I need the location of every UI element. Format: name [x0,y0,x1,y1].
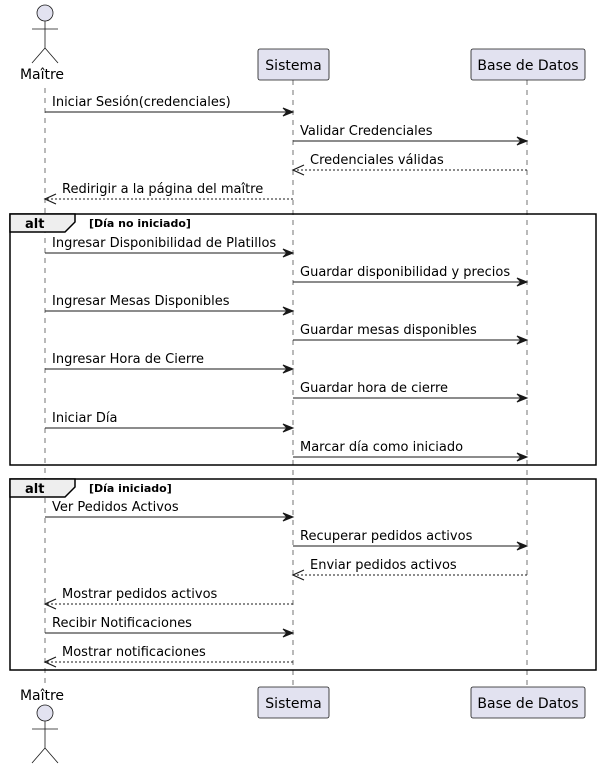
message-1: Iniciar Sesión(credenciales) [45,95,295,117]
fragment-guard: [Día no iniciado] [89,217,191,230]
message-label: Validar Credenciales [300,124,433,139]
message-label: Recuperar pedidos activos [300,529,473,544]
arrowhead-icon [291,164,305,176]
message-label: Recibir Notificaciones [52,616,192,631]
participant-label: Sistema [265,696,321,712]
arrowhead-icon [282,512,295,522]
message-7: Ingresar Mesas Disponibles [45,294,295,316]
participant-box [470,686,586,719]
arrowhead-icon [282,248,295,258]
message-label: Guardar mesas disponibles [300,323,477,338]
fragment-tab [9,478,76,498]
message-9: Ingresar Hora de Cierre [45,352,295,374]
arrowhead-icon [516,277,529,287]
message-label: Ingresar Mesas Disponibles [52,294,230,309]
actor-top: Maître [20,4,64,83]
message-label: Ingresar Disponibilidad de Platillos [52,236,276,251]
message-label: Enviar pedidos activos [310,558,457,573]
participant-base-datos-top: Base de Datos [470,48,586,81]
message-14: Recuperar pedidos activos [293,529,529,551]
message-label: Guardar disponibilidad y precios [300,265,510,280]
arrowhead-icon [282,306,295,316]
fragment-tab [9,213,76,233]
actor-head [36,704,54,722]
alt-fragment-2: alt [Día iniciado] [9,478,597,671]
message-2: Validar Credenciales [293,124,529,146]
arrowhead-icon [516,335,529,345]
message-15: Enviar pedidos activos [291,558,527,581]
alt-fragment-1: alt [Día no iniciado] [9,213,597,466]
participant-box [257,48,330,81]
arrowhead-icon [516,452,529,462]
message-11: Iniciar Día [45,411,295,433]
fragment-frame [9,213,597,466]
actor-leg-right [44,47,59,64]
actor-label-bottom: Maître [20,688,64,704]
actor-leg-right [44,747,59,764]
participant-label: Base de Datos [477,696,578,712]
messages-layer: Iniciar Sesión(credenciales) Validar Cred… [43,95,529,668]
message-label: Mostrar notificaciones [62,645,206,660]
arrowhead-icon [516,136,529,146]
message-8: Guardar mesas disponibles [293,323,529,345]
message-12: Marcar día como iniciado [293,440,529,462]
fragment-frame [9,478,597,671]
participant-sistema-bottom: Sistema [257,686,330,719]
message-label: Credenciales válidas [310,153,444,168]
arrowhead-icon [516,393,529,403]
actor-head [36,4,54,22]
message-18: Mostrar notificaciones [43,645,293,668]
arrowhead-icon [43,598,57,610]
message-13: Ver Pedidos Activos [45,500,295,522]
actor-bottom: Maître [20,688,64,764]
arrowhead-icon [282,107,295,117]
actor-leg-left [31,47,46,64]
participant-sistema-top: Sistema [257,48,330,81]
message-5: Ingresar Disponibilidad de Platillos [45,236,295,258]
message-6: Guardar disponibilidad y precios [293,265,529,287]
participant-base-datos-bottom: Base de Datos [470,686,586,719]
fragment-keyword: alt [25,217,44,232]
message-17: Recibir Notificaciones [45,616,295,638]
message-label: Ver Pedidos Activos [52,500,179,515]
fragment-keyword: alt [25,482,44,497]
message-label: Ingresar Hora de Cierre [52,352,204,367]
participant-label: Sistema [265,58,321,74]
message-16: Mostrar pedidos activos [43,587,293,610]
participant-label: Base de Datos [477,58,578,74]
participant-box [257,686,330,719]
arrowhead-icon [291,569,305,581]
message-10: Guardar hora de cierre [293,381,529,403]
message-label: Mostrar pedidos activos [62,587,218,602]
message-label: Redirigir a la página del maître [62,182,263,197]
actor-leg-left [31,747,46,764]
message-label: Marcar día como iniciado [300,440,463,455]
arrowhead-icon [282,423,295,433]
arrowhead-icon [43,656,57,668]
message-3: Credenciales válidas [291,153,527,176]
fragment-guard: [Día iniciado] [89,482,172,495]
message-4: Redirigir a la página del maître [43,182,293,205]
message-label: Iniciar Sesión(credenciales) [52,95,231,110]
arrowhead-icon [282,364,295,374]
arrowhead-icon [516,541,529,551]
message-label: Guardar hora de cierre [300,381,448,396]
participant-box [470,48,586,81]
arrowhead-icon [282,628,295,638]
message-label: Iniciar Día [52,411,117,426]
actor-label-top: Maître [20,67,64,83]
arrowhead-icon [43,193,57,205]
